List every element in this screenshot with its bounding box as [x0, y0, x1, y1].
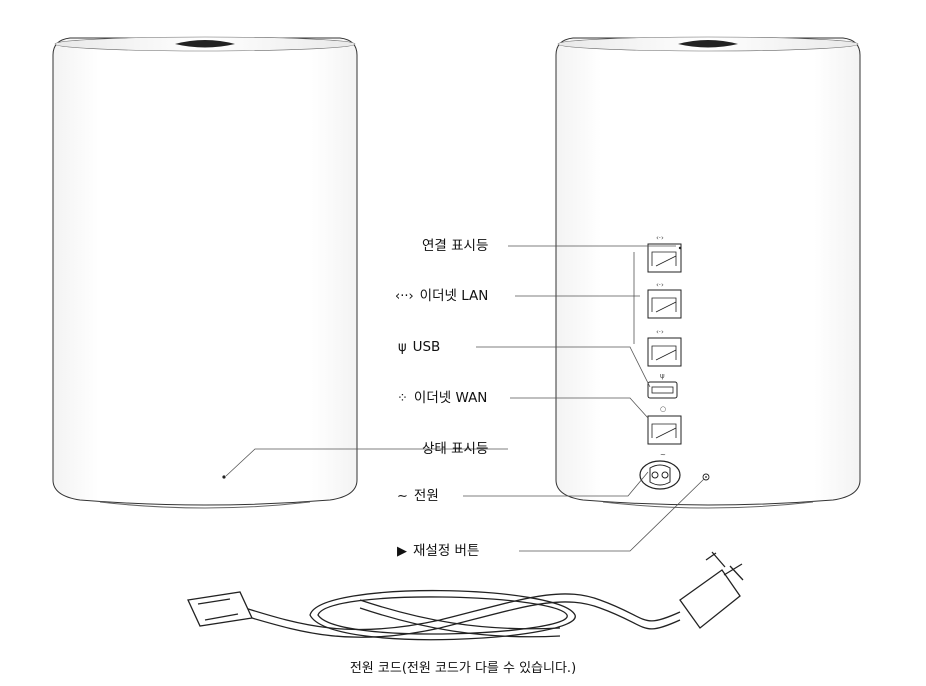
- ethernet-port-2: [647, 289, 682, 319]
- svg-text:‹·›: ‹·›: [656, 281, 664, 289]
- wan-port: [647, 415, 682, 445]
- power-socket: [639, 460, 681, 490]
- ethernet-port-3: [647, 337, 682, 367]
- airport-unit-back: ‹·› ‹·› ‹·› ψ ○ ~: [555, 36, 861, 509]
- label-connection-light: 연결 표시등: [422, 238, 489, 254]
- power-cord: [187, 551, 744, 641]
- svg-text:~: ~: [660, 451, 666, 459]
- label-power: ∼전원: [397, 488, 439, 504]
- label-reset-button: ▶재설정 버튼: [397, 543, 480, 559]
- label-status-light: 상태 표시등: [422, 441, 489, 457]
- svg-text:ψ: ψ: [660, 372, 665, 380]
- usb-port: [647, 381, 678, 399]
- label-ethernet-lan: ‹··›이더넷 LAN: [395, 288, 489, 304]
- ac-power-icon: ∼: [397, 489, 408, 504]
- reset-button: [702, 473, 710, 481]
- connection-light: [678, 246, 682, 250]
- caption: 전원 코드(전원 코드가 다를 수 있습니다.): [349, 661, 577, 676]
- leader-lines: [225, 245, 705, 552]
- svg-text:‹·›: ‹·›: [656, 328, 664, 336]
- airport-unit-front: [52, 36, 358, 509]
- svg-text:○: ○: [660, 405, 666, 413]
- status-light: [222, 475, 226, 479]
- wan-dots-icon: ⁘: [397, 391, 408, 406]
- reset-icon: ▶: [397, 544, 407, 559]
- label-ethernet-wan: ⁘이더넷 WAN: [397, 390, 488, 406]
- usb-icon: ψ: [398, 340, 407, 355]
- lan-arrows-icon: ‹··›: [395, 289, 414, 304]
- svg-text:‹·›: ‹·›: [656, 234, 664, 242]
- ethernet-port-1: [647, 243, 682, 273]
